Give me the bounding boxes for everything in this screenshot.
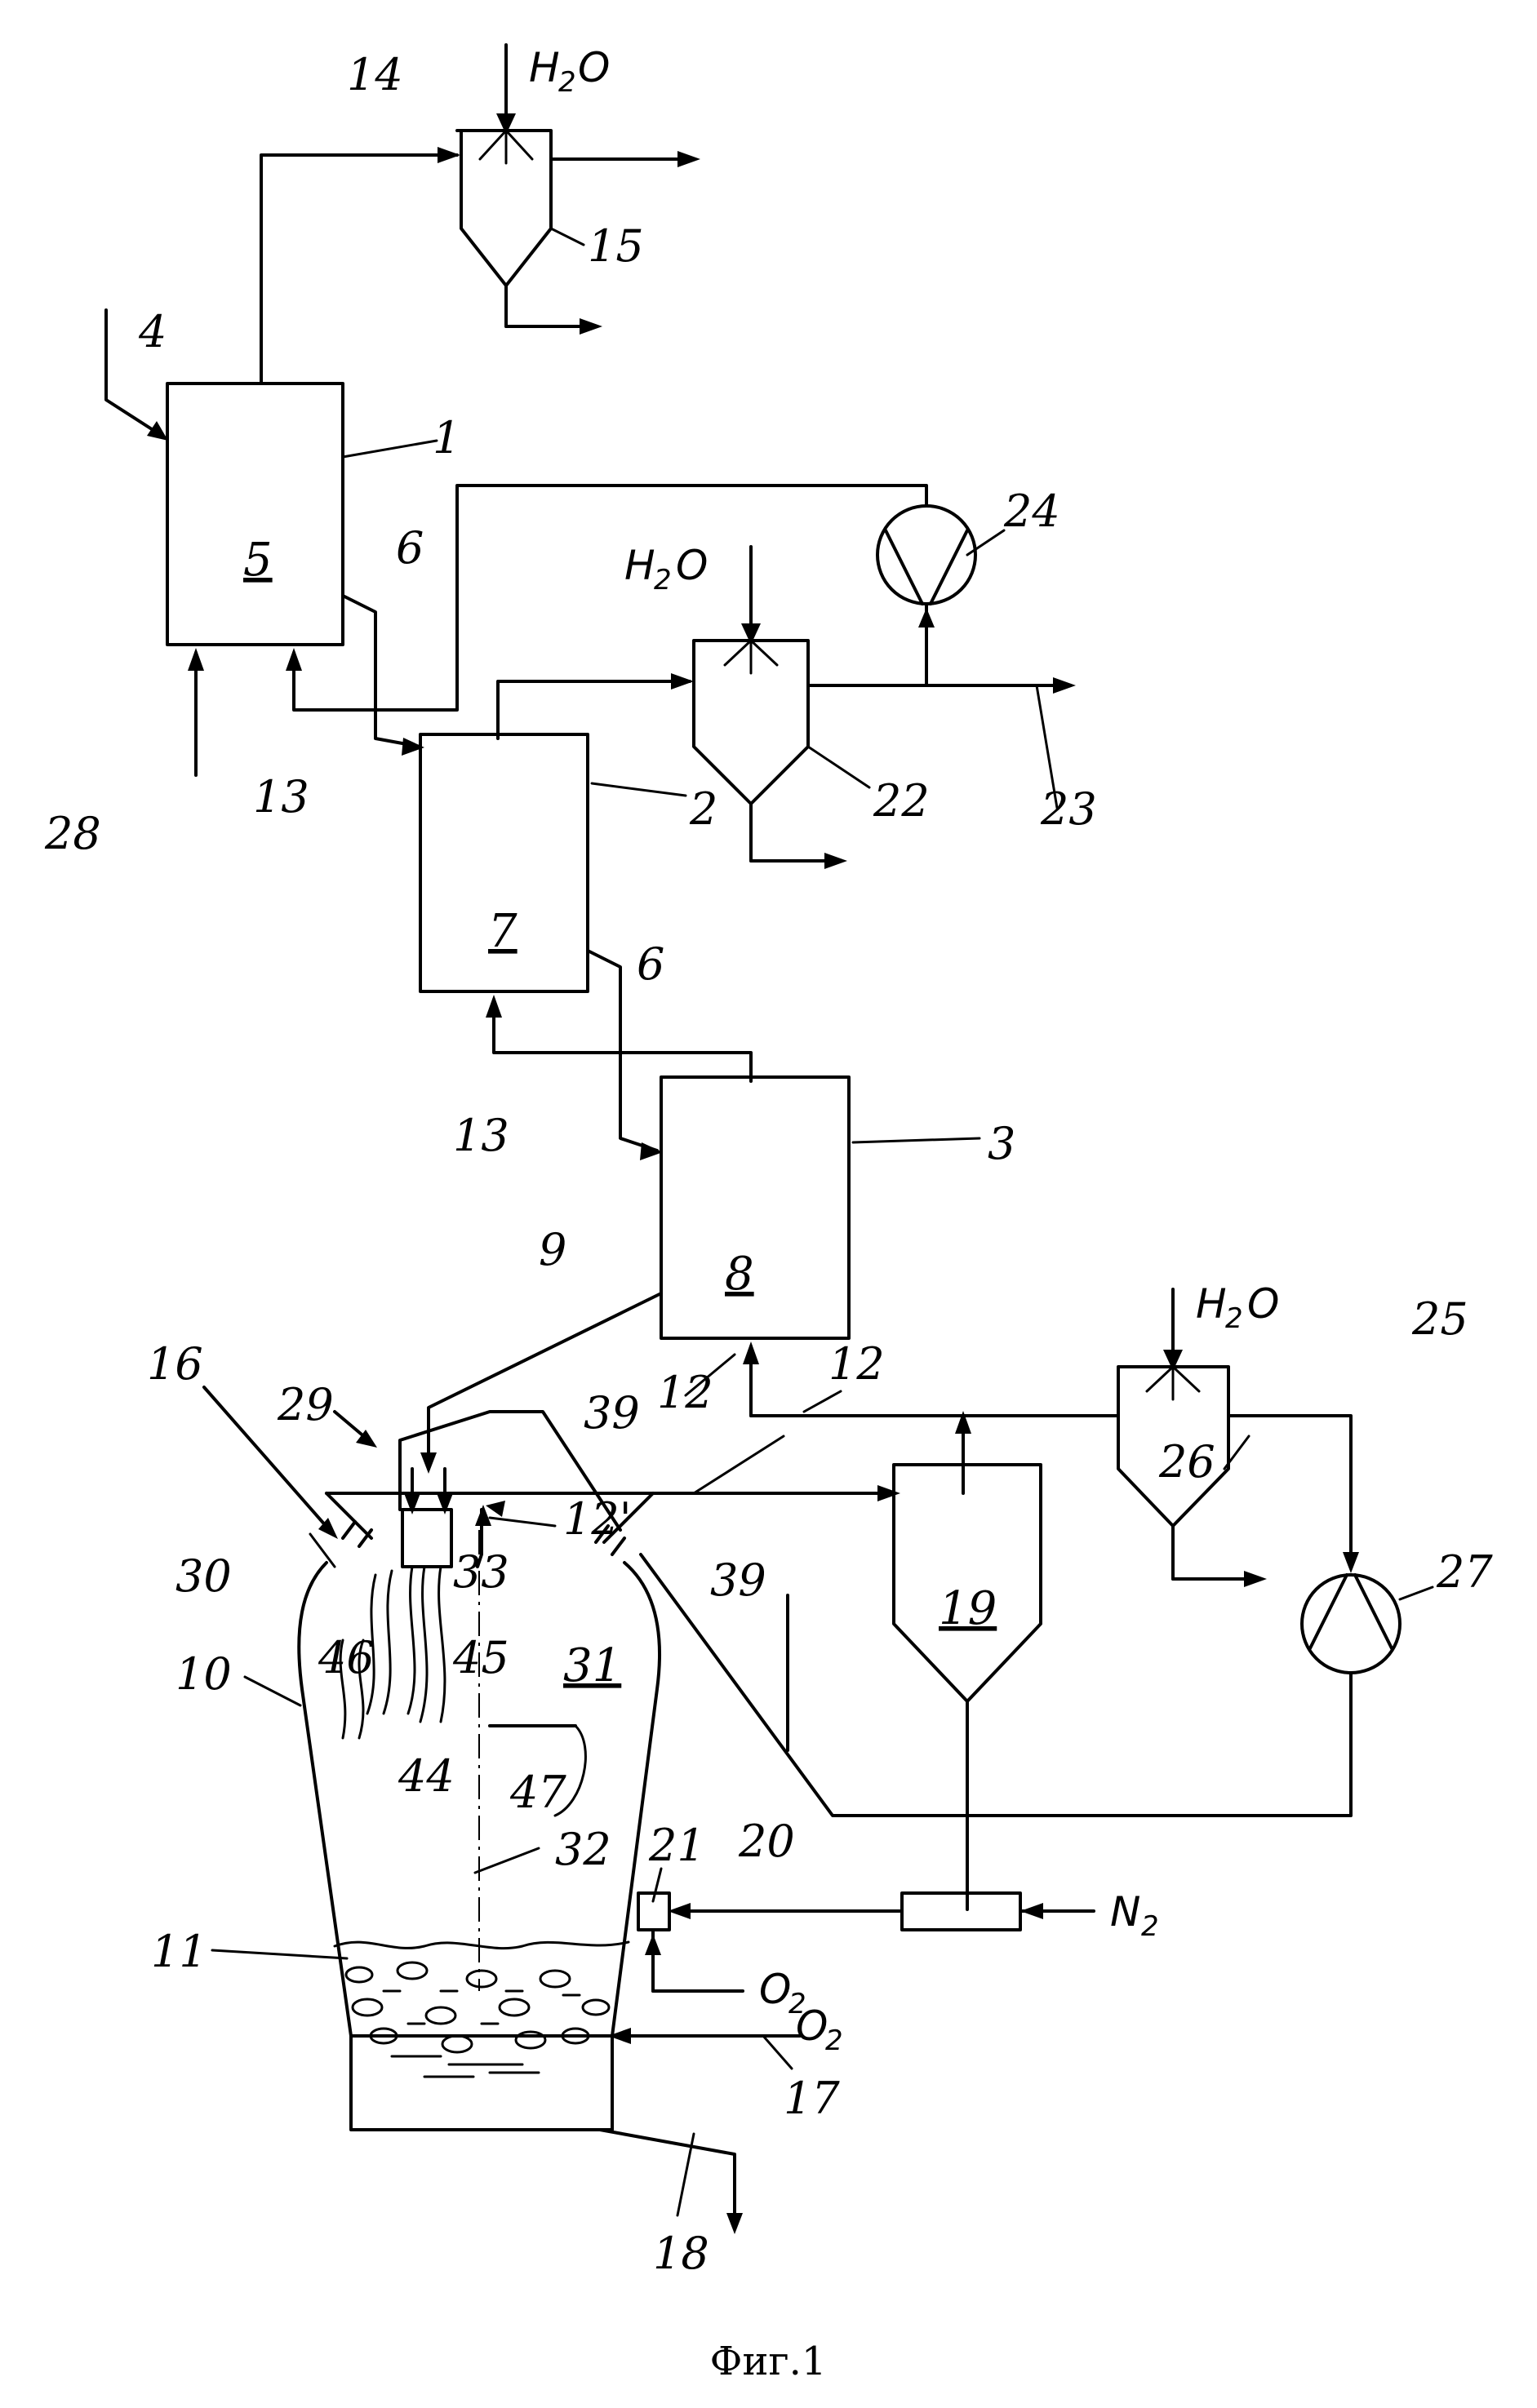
svg-text:O: O [676, 542, 708, 589]
label-6-top: 6 [396, 522, 424, 574]
svg-text:O: O [759, 1966, 791, 2013]
label-47: 47 [509, 1767, 566, 1818]
svg-text:2: 2 [558, 66, 576, 99]
label-25: 25 [1411, 1293, 1468, 1345]
label-46: 46 [318, 1632, 375, 1683]
label-39-top: 39 [584, 1387, 640, 1439]
label-4: 4 [138, 306, 167, 357]
figure-caption: Фиг.1 [710, 2339, 827, 2384]
o2-label-bath: O 2 [796, 2002, 843, 2057]
label-22: 22 [873, 775, 930, 827]
label-21: 21 [648, 1820, 705, 1871]
label-1: 1 [433, 412, 460, 463]
svg-text:O: O [796, 2002, 828, 2050]
label-5: 5 [243, 534, 273, 587]
svg-text:H: H [1196, 1280, 1227, 1328]
label-12-b: 12 [828, 1338, 885, 1390]
svg-text:H: H [624, 542, 655, 589]
label-15: 15 [588, 220, 644, 272]
label-12-a: 12 [657, 1367, 713, 1418]
label-33: 33 [453, 1546, 509, 1598]
label-31: 31 [563, 1639, 621, 1692]
label-32: 32 [555, 1824, 611, 1875]
label-30: 30 [175, 1550, 232, 1602]
label-13-mid: 13 [453, 1110, 509, 1161]
label-23: 23 [1040, 783, 1097, 835]
svg-text:O: O [578, 44, 610, 91]
svg-text:2: 2 [1141, 1910, 1159, 1943]
svg-text:2: 2 [654, 564, 672, 596]
label-18: 18 [653, 2228, 709, 2279]
label-24: 24 [1003, 486, 1060, 537]
label-13-top: 13 [253, 771, 309, 823]
label-26: 26 [1158, 1436, 1215, 1488]
label-39-right: 39 [710, 1554, 766, 1606]
label-17: 17 [784, 2073, 840, 2124]
h2o-label-mid: H 2 O [624, 542, 708, 596]
label-29: 29 [277, 1379, 334, 1430]
label-8: 8 [725, 1248, 754, 1301]
label-44: 44 [398, 1750, 455, 1802]
label-20: 20 [738, 1816, 795, 1867]
label-2: 2 [689, 783, 717, 835]
h2o-label-top: H 2 O [529, 44, 610, 99]
svg-text:N: N [1110, 1888, 1140, 1936]
h2o-label-bottom: H 2 O [1196, 1280, 1279, 1335]
label-19: 19 [939, 1582, 997, 1635]
label-9: 9 [539, 1224, 566, 1275]
label-7: 7 [488, 905, 518, 958]
svg-text:H: H [529, 44, 560, 91]
label-45: 45 [452, 1632, 509, 1683]
label-27: 27 [1436, 1546, 1493, 1598]
label-16: 16 [147, 1338, 203, 1390]
label-10: 10 [175, 1648, 232, 1700]
svg-text:O: O [1247, 1280, 1279, 1328]
label-14: 14 [347, 49, 403, 100]
label-6-mid: 6 [637, 938, 664, 990]
label-12-prime: 12' [563, 1493, 632, 1545]
svg-text:2: 2 [1225, 1302, 1243, 1335]
label-3: 3 [988, 1118, 1015, 1169]
n2-label: N 2 [1110, 1888, 1159, 1943]
label-11: 11 [151, 1926, 207, 1977]
svg-text:2: 2 [825, 2024, 843, 2057]
label-28: 28 [44, 808, 101, 859]
